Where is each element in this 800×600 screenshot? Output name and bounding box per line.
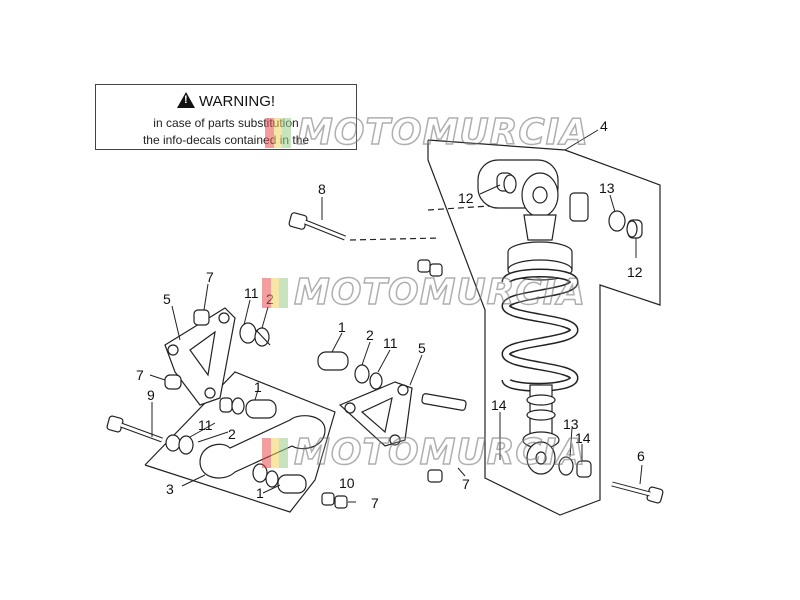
bushings-upper-left [164,322,271,390]
watermark-text: MOTOMURCIA [293,271,587,314]
callout-6: 6 [637,448,645,464]
callout-12-top-right: 12 [627,264,643,280]
bolt-6 [611,481,664,504]
watermark-middle: MOTOMURCIA [262,271,587,314]
callout-4: 4 [600,118,608,134]
callout-13-top: 13 [599,180,615,196]
watermark-bottom: MOTOMURCIA [262,431,587,474]
callout-2-left: 2 [228,426,236,442]
callout-7-bottom: 7 [371,495,379,511]
watermark-flag-icon [262,437,289,468]
linkage-plate-left [164,307,236,406]
callout-5-left: 5 [163,291,171,307]
callout-7-left-top: 7 [206,269,214,285]
watermark-flag-icon [265,117,292,148]
callout-14-right: 14 [575,430,591,446]
callout-9: 9 [147,387,155,403]
pin-and-bushings-middle [317,351,383,390]
callout-3: 3 [166,481,174,497]
callout-8: 8 [318,181,326,197]
callout-11-upper: 11 [244,285,259,301]
shock-bottom-hardware [558,456,592,478]
callout-10: 10 [339,475,355,491]
nuts-bottom [321,492,348,509]
callout-12-top-left: 12 [458,190,474,206]
bolt-8 [288,212,346,241]
callout-11-middle: 11 [383,335,398,351]
warning-line-1: in case of parts substitution [153,116,299,130]
warning-title: WARNING! [96,92,356,110]
shock-group-outline [427,139,661,516]
warning-triangle-icon [176,92,195,108]
callout-1-middle: 1 [338,319,346,335]
leader-lines [149,129,643,503]
bolt-9 [106,415,163,443]
watermark-flag-icon [262,277,289,308]
callout-1-bottom: 1 [256,485,264,501]
callout-7-left-mid: 7 [136,367,144,383]
warning-box: WARNING! in case of parts substitution t… [95,84,357,150]
centre-nuts [417,259,443,277]
callout-5-right: 5 [418,340,426,356]
callout-13-bottom: 13 [563,416,579,432]
watermark-text: MOTOMURCIA [296,111,590,154]
shock-absorber [477,159,589,475]
linkage-plate-right [338,381,467,483]
warning-title-text: WARNING! [198,93,276,110]
callout-2-middle: 2 [366,327,374,343]
callout-14-left: 14 [491,397,507,413]
shock-top-bushings [496,172,643,239]
watermark-top: MOTOMURCIA [265,111,590,154]
callout-11-left: 11 [198,417,213,433]
watermark-text: MOTOMURCIA [293,431,587,474]
callout-7-right: 7 [462,476,470,492]
callout-1-left: 1 [254,379,262,395]
